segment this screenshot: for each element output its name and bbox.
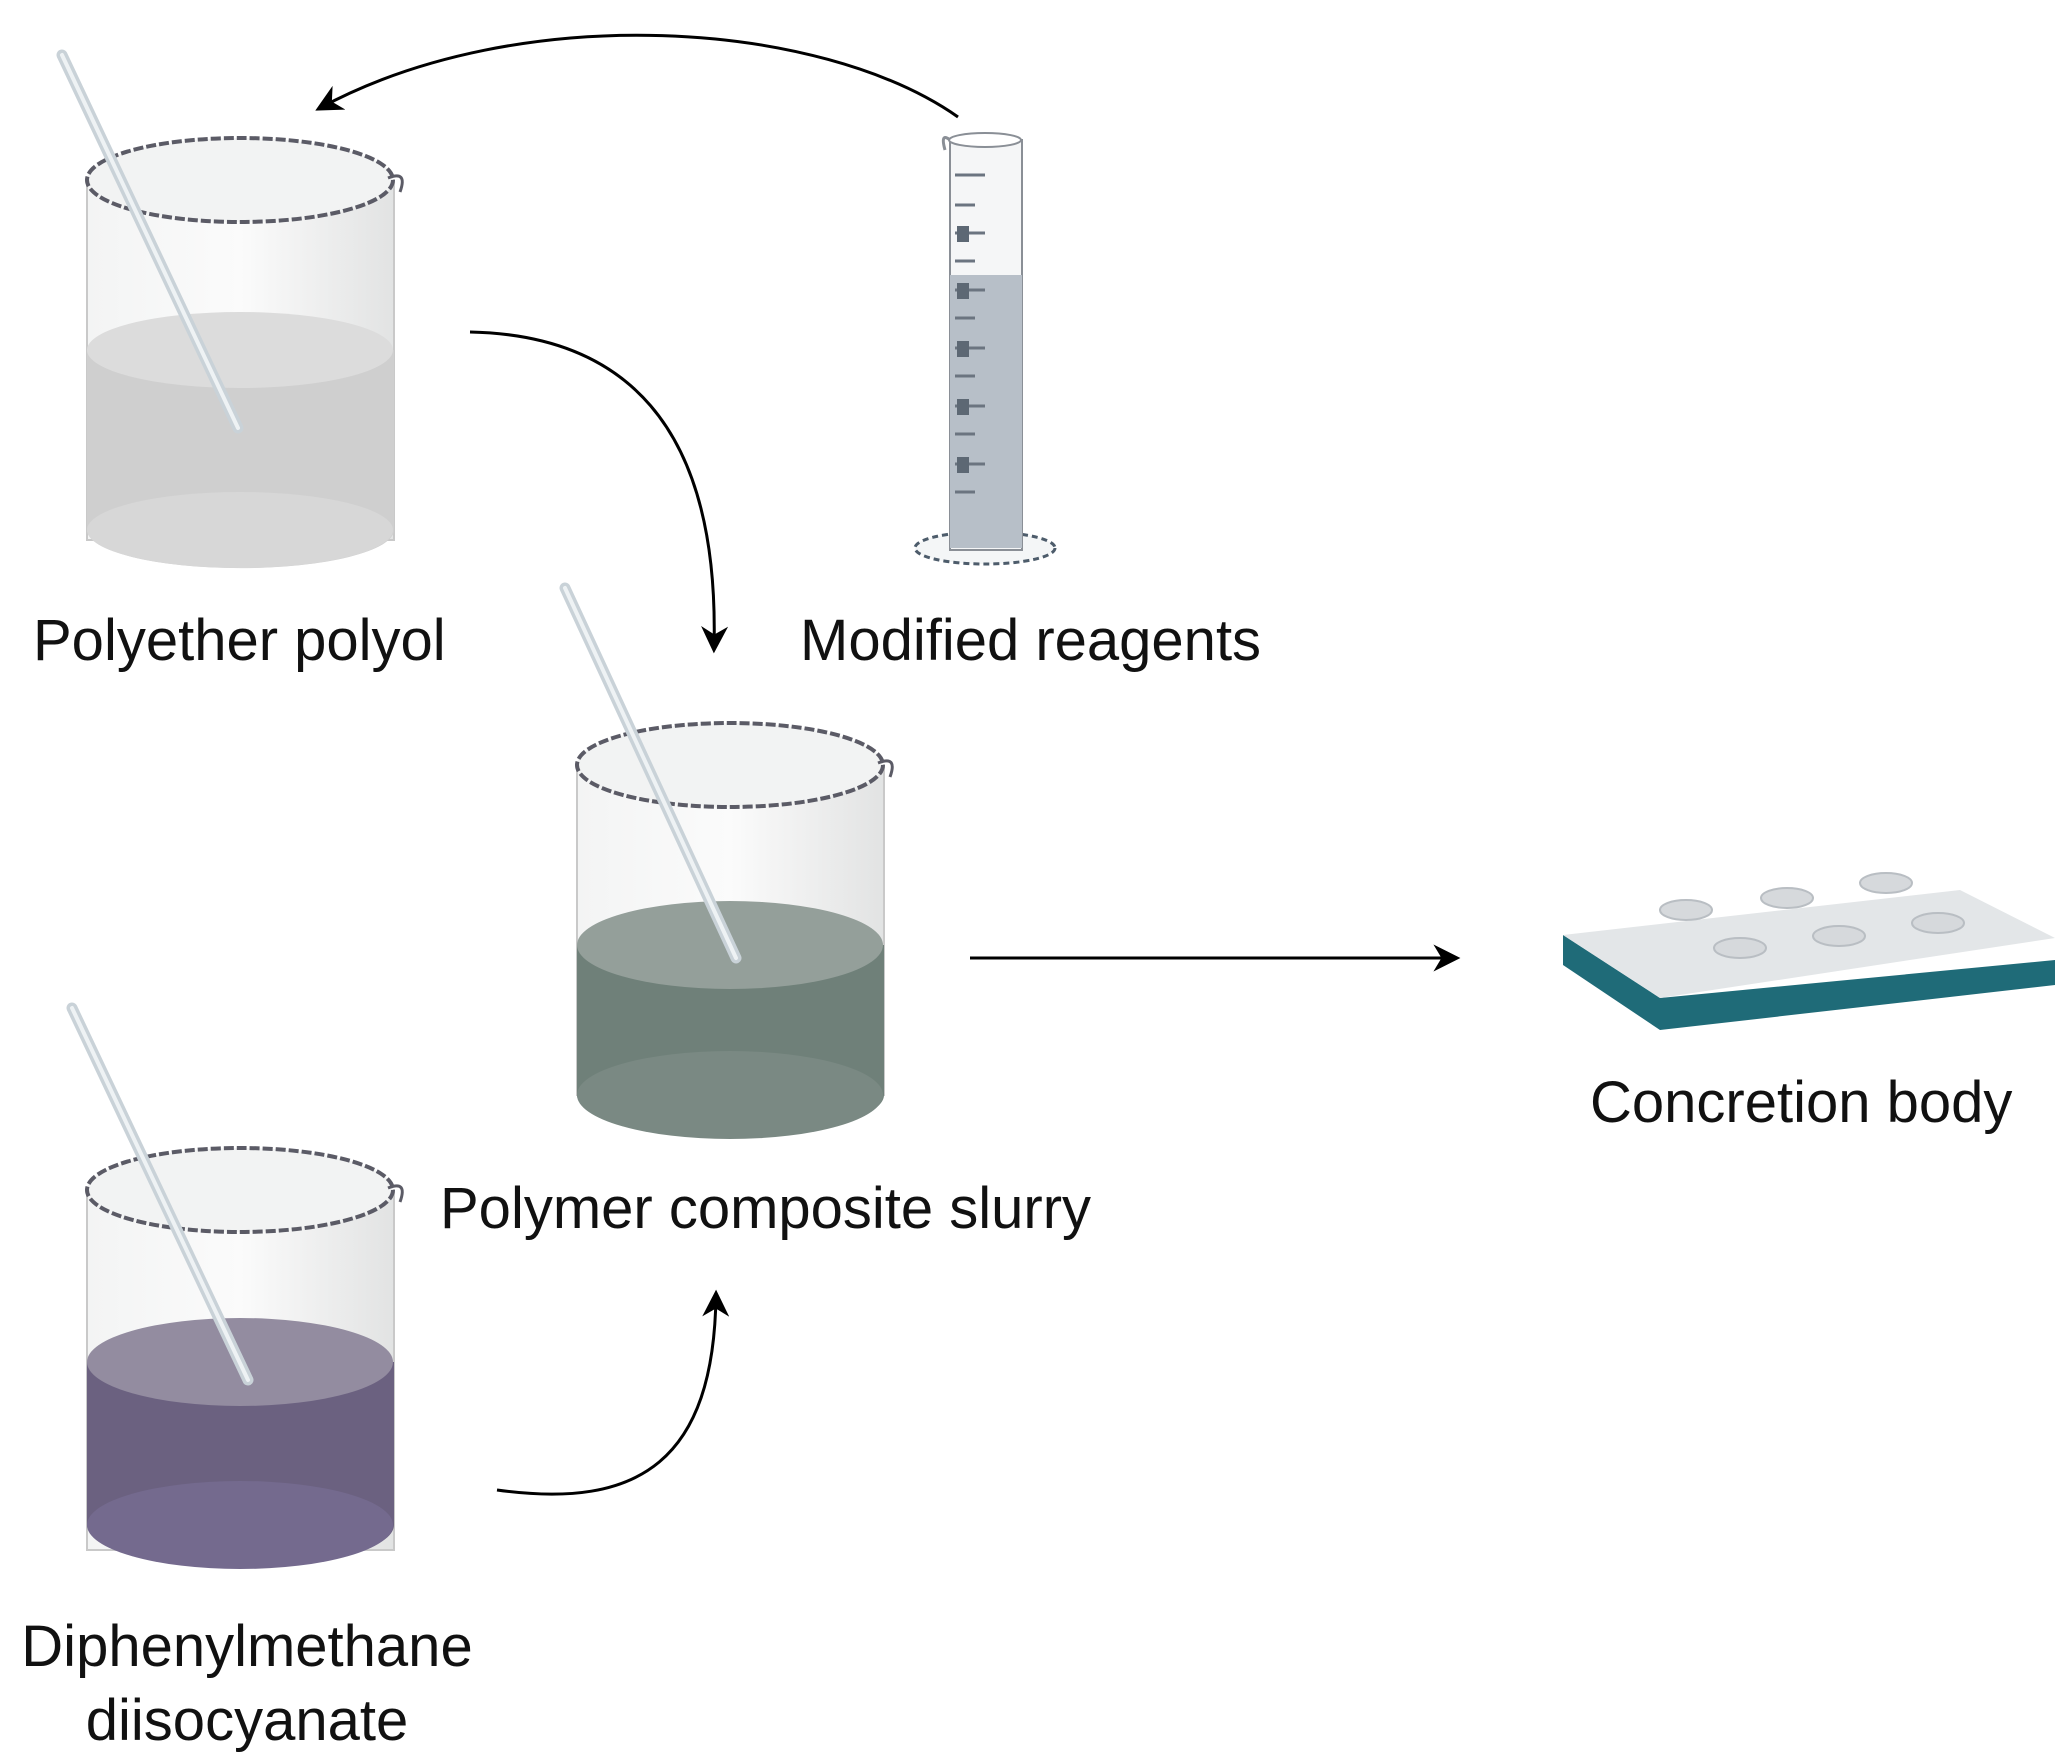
arrow-reagents-to-polyol bbox=[315, 33, 959, 119]
label-modified-reagents: Modified reagents bbox=[800, 608, 1262, 673]
label-diphenylmethane-line2: diisocyanate bbox=[85, 1688, 409, 1753]
body-side bbox=[1563, 935, 2055, 1030]
graduated-cylinder-modified-reagents bbox=[913, 132, 1057, 566]
arrow-mdi-to-slurry bbox=[496, 1289, 730, 1496]
beaker-diphenylmethane-diisocyanate bbox=[66, 1002, 404, 1569]
concretion-body bbox=[1563, 872, 2055, 1030]
arrow-polyol-to-slurry bbox=[469, 330, 729, 654]
label-polymer-composite-slurry: Polymer composite slurry bbox=[440, 1176, 1092, 1241]
beaker-polyether-polyol bbox=[56, 49, 404, 569]
label-concretion-body: Concretion body bbox=[1590, 1070, 2013, 1135]
label-diphenylmethane-line1: Diphenylmethane bbox=[21, 1614, 473, 1679]
label-polyether-polyol: Polyether polyol bbox=[33, 608, 446, 673]
beaker-polymer-composite-slurry bbox=[559, 582, 894, 1139]
